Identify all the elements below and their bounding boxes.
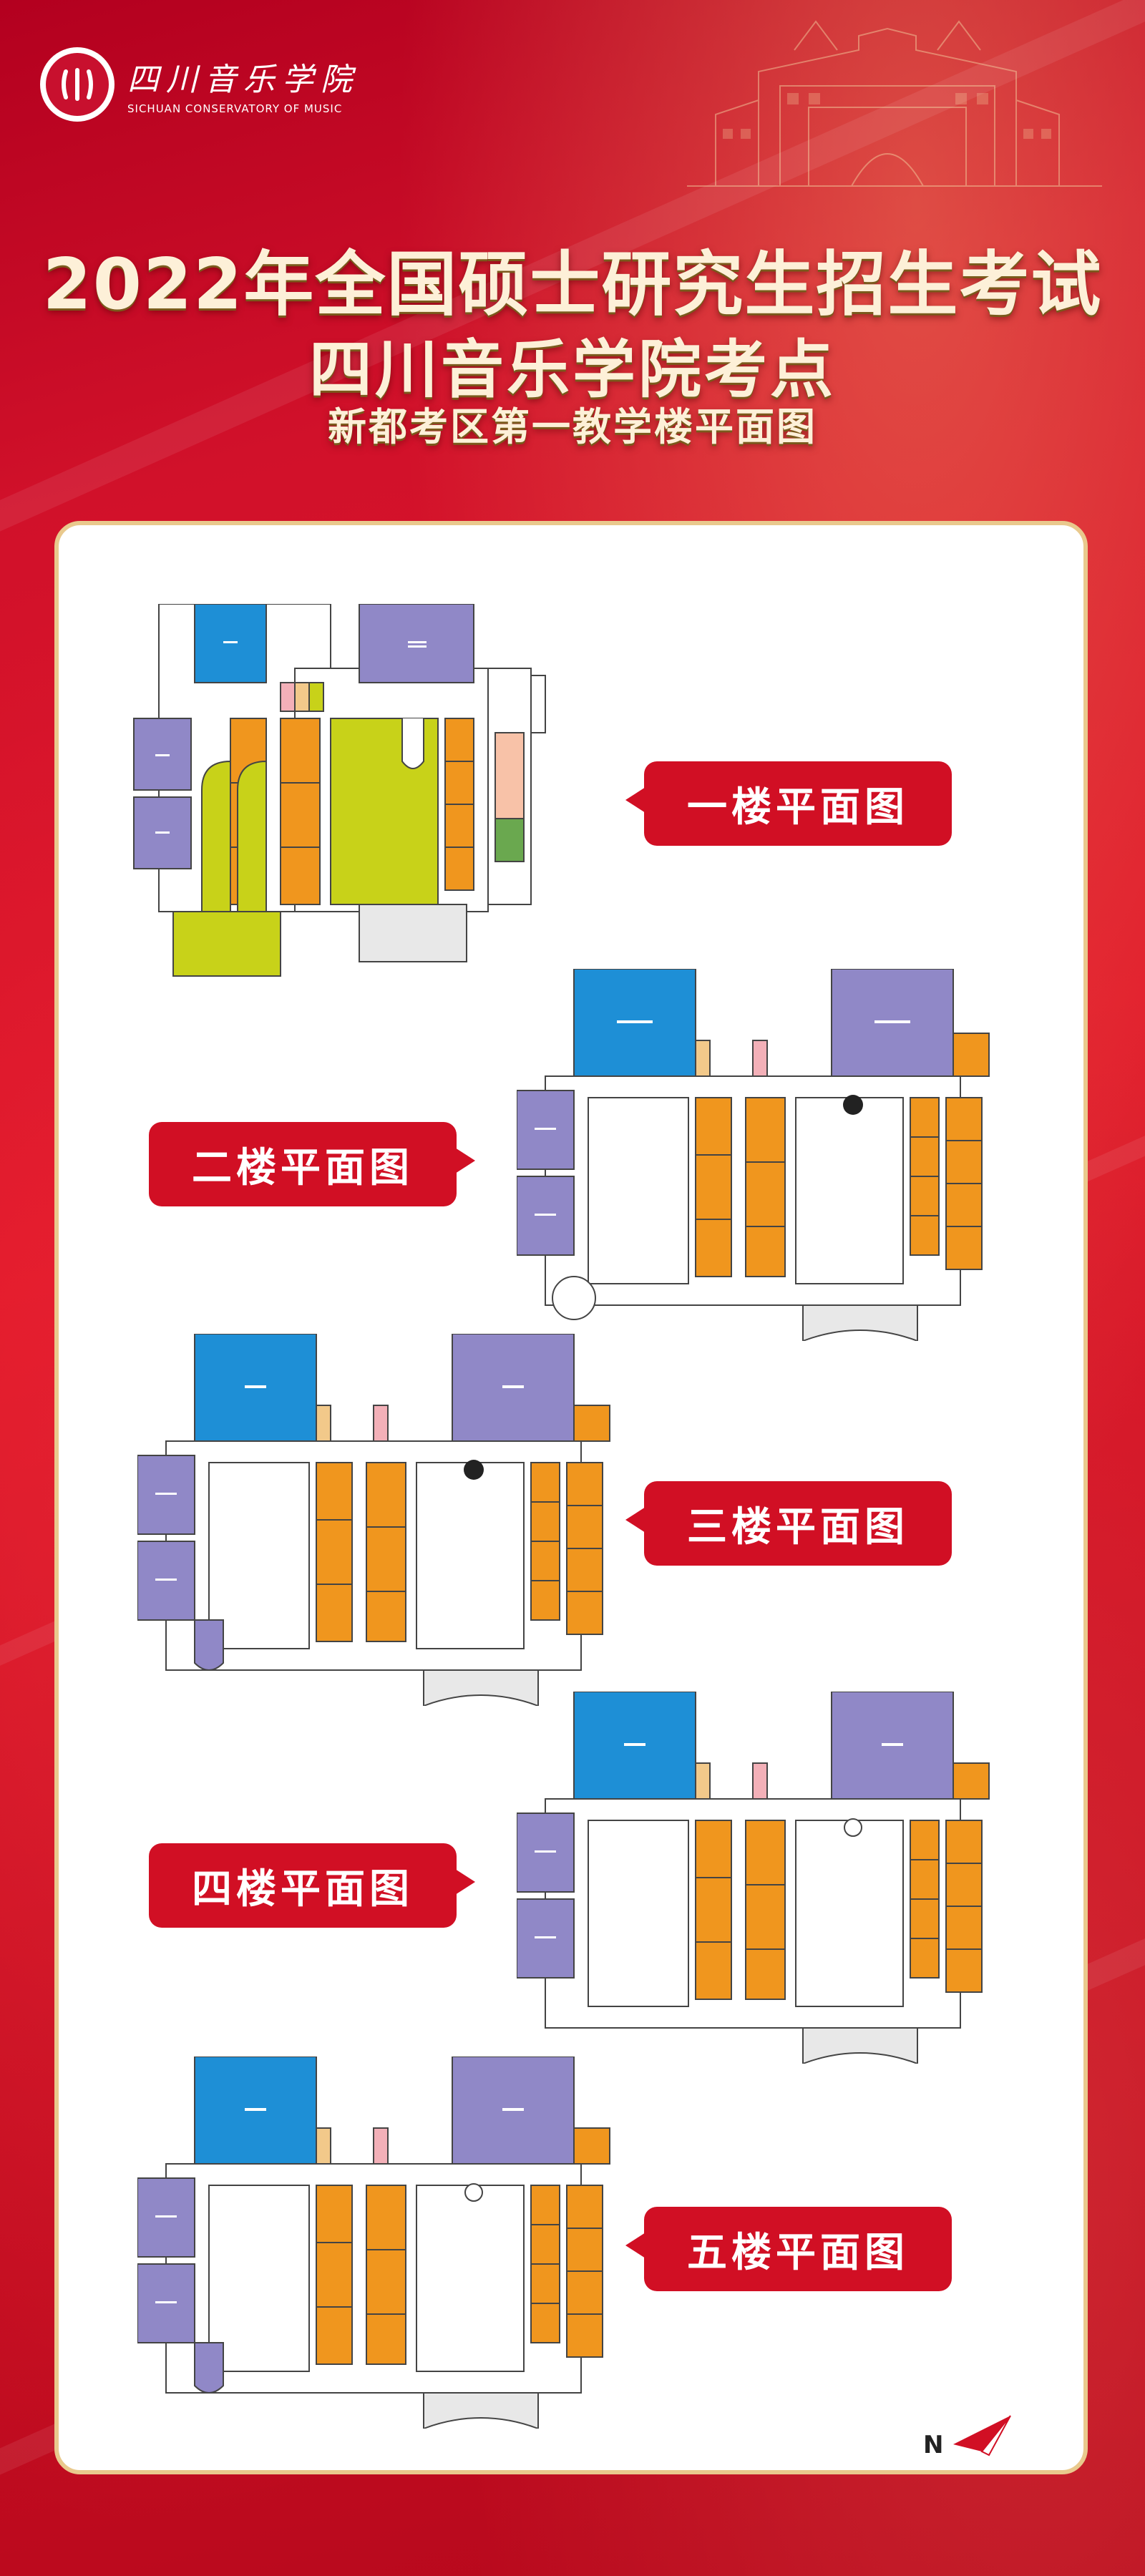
page-subtitle: 四川音乐学院考点 [308,333,836,406]
floor3-plan [137,1334,610,1706]
floor-plan-card: 一楼平面图 二楼平面图 三楼平面图 四楼平面图 五楼平面图 [54,521,1088,2474]
conservatory-emblem-icon [40,47,114,122]
floor4-label: 四楼平面图 [149,1843,475,1928]
page-title: 2022年全国硕士研究生招生考试 [42,244,1103,326]
floor5-plan [137,2057,610,2429]
floor3-label: 三楼平面图 [625,1481,952,1566]
north-arrow-icon: N [917,2401,1018,2469]
north-letter: N [923,2431,943,2459]
logo-english-name: SICHUAN CONSERVATORY OF MUSIC [127,102,343,115]
floor1-label: 一楼平面图 [625,761,952,846]
logo: 四川音乐学院 SICHUAN CONSERVATORY OF MUSIC [40,47,359,122]
logo-chinese-name: 四川音乐学院 [127,62,359,98]
floor5-label: 五楼平面图 [625,2207,952,2291]
floor4-plan [517,1692,990,2064]
floor2-label: 二楼平面图 [149,1122,475,1206]
floor2-plan [517,969,990,1341]
page-caption: 新都考区第一教学楼平面图 [328,404,817,449]
building-line-art [687,20,1102,187]
floor1-plan [133,604,546,977]
